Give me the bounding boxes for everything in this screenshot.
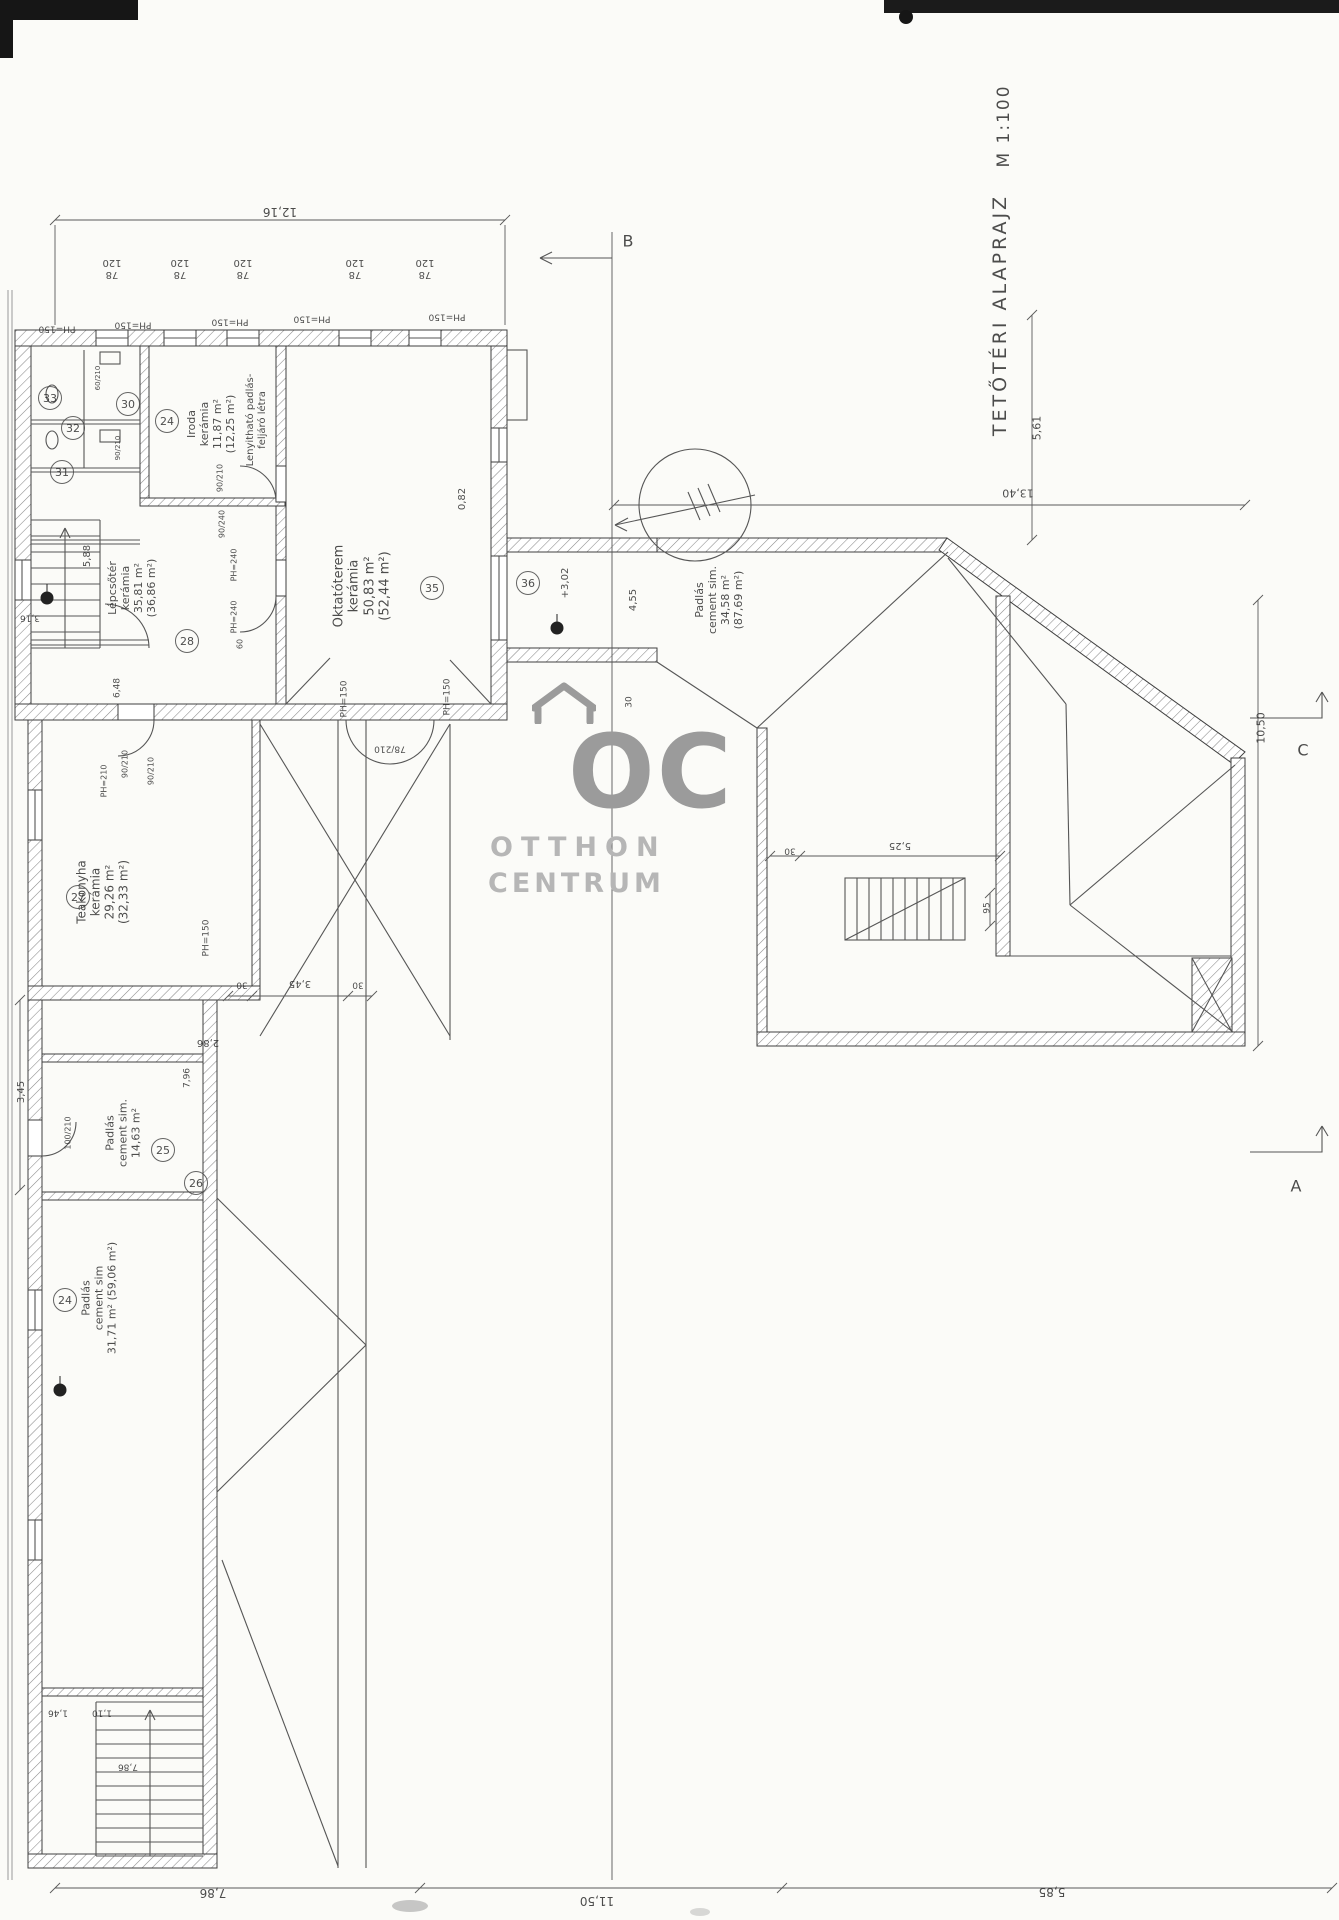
dimension-lines <box>14 214 1338 1894</box>
watermark-line2: CENTRUM <box>488 868 665 899</box>
level-markers <box>40 584 564 1397</box>
house-icon <box>532 682 596 724</box>
wall-openings <box>14 329 508 1561</box>
watermark-monogram: OC <box>568 713 734 832</box>
watermark-line1: OTTHON <box>490 832 667 863</box>
watermark-otthon-centrum: OC OTTHON CENTRUM <box>480 682 770 912</box>
thin-lines <box>21 232 1329 1880</box>
walls-hatched <box>14 329 1246 1869</box>
